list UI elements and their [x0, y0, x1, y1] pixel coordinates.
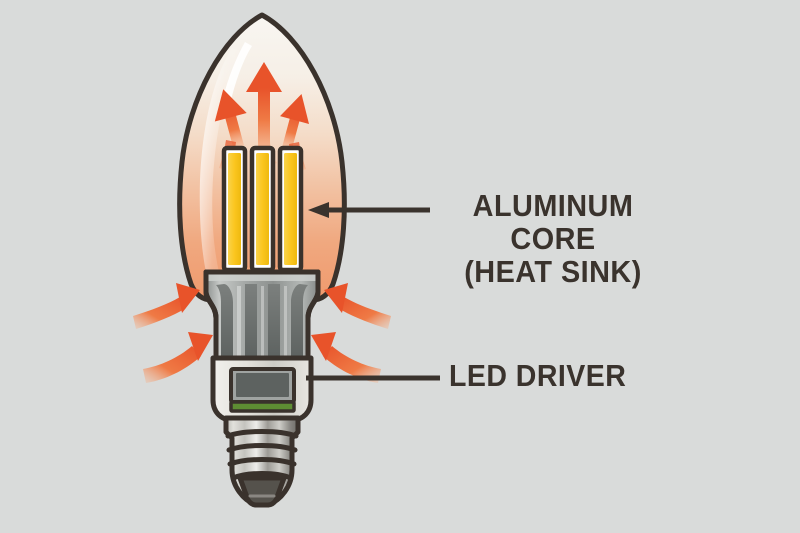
heat-arrow-center-body	[258, 88, 270, 146]
heat-sink-fin-4	[291, 284, 308, 356]
airflow-right-upper-shaft	[338, 297, 391, 329]
heat-sink-highlight-3	[284, 286, 287, 356]
airflow-right-lower-shaft	[323, 346, 381, 383]
led-driver-module	[210, 355, 314, 423]
airflow-right-lower-head	[311, 332, 336, 361]
heat-arrow-left-head	[214, 89, 247, 122]
airflow-left-lower-head	[188, 332, 213, 361]
filament-left-core	[228, 153, 241, 265]
left-airflow-arrows	[133, 283, 213, 383]
filament-right-core	[284, 153, 297, 265]
airflow-left-upper-head	[176, 283, 200, 313]
leader-core-arrowhead	[308, 202, 329, 218]
filament-right	[277, 145, 304, 284]
heat-sink-top-shelf	[206, 272, 318, 281]
driver-chip	[236, 373, 289, 397]
callout-label-aluminum-core: ALUMINUM CORE (HEAT SINK)	[464, 188, 642, 289]
driver-pcb-strip	[229, 400, 296, 413]
heat-sink-fin-3	[268, 284, 280, 356]
heat-sink-fins	[206, 272, 318, 356]
led-filaments	[221, 145, 304, 284]
heat-sink-fin-2	[245, 284, 257, 356]
heat-arrow-right-head	[280, 93, 310, 124]
filament-center	[249, 145, 276, 284]
airflow-left-lower-shaft	[143, 346, 201, 383]
callout-label-led-driver: LED DRIVER	[449, 358, 627, 393]
glass-highlight-group	[199, 42, 252, 272]
airflow-right-upper-head	[324, 283, 348, 313]
edison-screw-base	[223, 415, 301, 508]
filament-center-core	[256, 153, 269, 265]
base-thread-2	[226, 443, 298, 453]
heat-arrow-left	[214, 89, 247, 151]
glass-sheen	[199, 48, 244, 272]
right-airflow-arrows	[311, 283, 391, 383]
aluminum-heat-sink	[203, 269, 321, 361]
heat-sink-highlight-2	[261, 286, 264, 356]
heat-arrow-center-head	[246, 62, 282, 92]
heat-sink-highlight-1	[237, 286, 241, 356]
leader-line-aluminum-core	[308, 202, 430, 218]
glass-specular-streak	[223, 42, 252, 100]
base-thread-3	[227, 457, 297, 467]
heat-arrow-right	[280, 93, 310, 153]
base-thread-1	[225, 429, 299, 439]
filament-left	[221, 145, 248, 284]
base-contact-tip	[237, 475, 287, 508]
heat-sink-fin-1	[216, 284, 233, 356]
base-thread-4	[230, 471, 294, 481]
airflow-left-upper-shaft	[133, 297, 186, 329]
